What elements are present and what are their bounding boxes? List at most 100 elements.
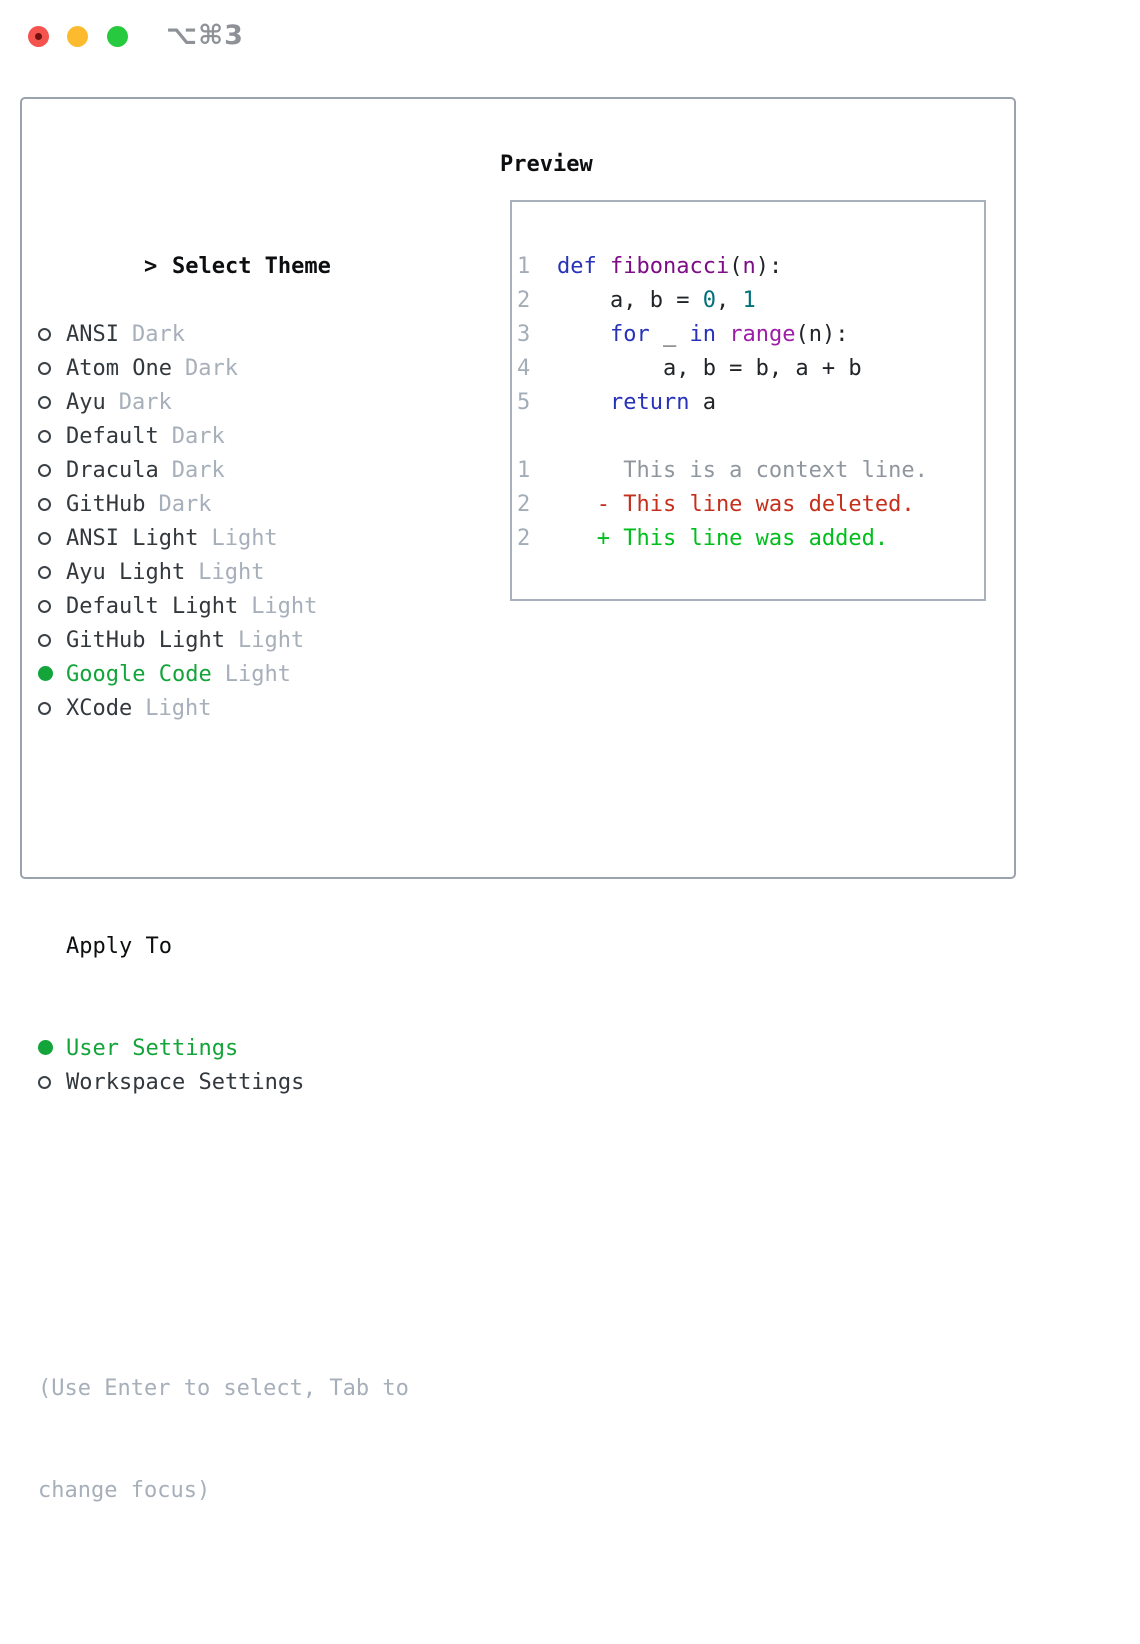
titlebar: ⌥⌘3 [0, 0, 1140, 70]
code-segment: n [742, 254, 756, 279]
radio-unselected-icon [38, 1066, 66, 1100]
select-theme-title: Select Theme [171, 254, 331, 279]
theme-option[interactable]: Default Dark [38, 420, 409, 454]
theme-name: GitHub [66, 492, 146, 517]
zoom-button-icon[interactable] [107, 26, 128, 47]
radio-unselected-icon [38, 420, 66, 454]
theme-variant-tag: Light [237, 628, 305, 653]
close-button-icon[interactable] [28, 26, 49, 47]
code-segment: _ [649, 322, 690, 347]
theme-name: XCode [66, 696, 133, 721]
code-line: 2 a, b = 0, 1 [517, 284, 984, 318]
theme-name: Default Light [66, 594, 239, 619]
diff-line: 2 + This line was added. [517, 522, 984, 556]
theme-name: GitHub Light [66, 628, 225, 653]
theme-name: ANSI [66, 322, 119, 347]
theme-option[interactable]: Ayu Dark [38, 386, 409, 420]
code-segment: a, b = b, a + b [557, 356, 862, 381]
theme-variant-tag: Light [198, 560, 265, 585]
code-segment: This is a context line. [557, 458, 928, 483]
theme-variant-tag: Dark [131, 322, 185, 347]
theme-option[interactable]: Atom One Dark [38, 352, 409, 386]
code-line: 5 return a [517, 386, 984, 420]
radio-unselected-icon [38, 386, 66, 420]
line-number: 2 [517, 492, 531, 517]
theme-name: Default [66, 424, 159, 449]
code-segment: ( [729, 254, 743, 279]
code-line: 3 for _ in range(n): [517, 318, 984, 352]
theme-option[interactable]: ANSI Light Light [38, 522, 409, 556]
focus-caret-icon: > [143, 254, 158, 279]
code-segment: in [689, 322, 716, 347]
theme-option[interactable]: GitHub Dark [38, 488, 409, 522]
theme-option[interactable]: Dracula Dark [38, 454, 409, 488]
theme-name: Atom One [66, 356, 172, 381]
theme-variant-tag: Dark [158, 492, 212, 517]
code-segment: ): [755, 254, 783, 279]
diff-line: 1 This is a context line. [517, 454, 984, 488]
theme-option[interactable]: ANSI Dark [38, 318, 409, 352]
radio-unselected-icon [38, 590, 66, 624]
code-segment: def [557, 254, 597, 279]
theme-name: Ayu [66, 390, 106, 415]
apply-to-option-label: User Settings [66, 1036, 239, 1061]
theme-name: ANSI Light [66, 526, 199, 551]
apply-to-option-label: Workspace Settings [66, 1070, 305, 1095]
code-segment: range [729, 322, 796, 347]
line-number: 1 [517, 254, 531, 279]
select-theme-header: > Select Theme [38, 216, 409, 279]
radio-unselected-icon [38, 692, 66, 726]
code-segment: a [689, 390, 716, 415]
minimize-button-icon[interactable] [67, 26, 88, 47]
radio-unselected-icon [38, 624, 66, 658]
code-segment [716, 322, 729, 347]
theme-option[interactable]: XCode Light [38, 692, 409, 726]
theme-variant-tag: Dark [118, 390, 172, 415]
code-segment: , [715, 288, 743, 313]
theme-option[interactable]: Ayu Light Light [38, 556, 409, 590]
theme-variant-tag: Light [211, 526, 278, 551]
code-segment: fibonacci [610, 254, 730, 279]
line-number: 1 [517, 458, 531, 483]
radio-unselected-icon [38, 352, 66, 386]
help-line: change focus) [38, 1478, 211, 1503]
code-segment: for [609, 322, 650, 347]
theme-name: Dracula [66, 458, 159, 483]
theme-variant-tag: Dark [171, 424, 225, 449]
theme-variant-tag: Dark [171, 458, 225, 483]
apply-to-option[interactable]: User Settings [38, 1032, 409, 1066]
theme-variant-tag: Dark [184, 356, 238, 381]
code-segment: - This line was deleted. [557, 492, 915, 517]
help-line: (Use Enter to select, Tab to [38, 1376, 409, 1401]
theme-name: Ayu Light [66, 560, 186, 585]
blank-line [517, 420, 984, 454]
apply-to-option[interactable]: Workspace Settings [38, 1066, 409, 1100]
code-segment: (n): [795, 322, 849, 347]
radio-unselected-icon [38, 556, 66, 590]
keyboard-shortcut-label: ⌥⌘3 [166, 20, 244, 51]
radio-unselected-icon [38, 488, 66, 522]
preview-title: Preview [500, 152, 593, 177]
line-number: 4 [517, 356, 531, 381]
line-number: 3 [517, 322, 531, 347]
radio-unselected-icon [38, 318, 66, 352]
line-number: 2 [517, 526, 531, 551]
code-line: 1 def fibonacci(n): [517, 250, 984, 284]
theme-variant-tag: Light [224, 662, 291, 687]
theme-variant-tag: Light [145, 696, 212, 721]
radio-selected-icon [38, 658, 66, 692]
code-segment: 0 [702, 288, 716, 313]
radio-unselected-icon [38, 522, 66, 556]
theme-option[interactable]: GitHub Light Light [38, 624, 409, 658]
line-number: 5 [517, 390, 531, 415]
code-segment: 1 [742, 288, 756, 313]
